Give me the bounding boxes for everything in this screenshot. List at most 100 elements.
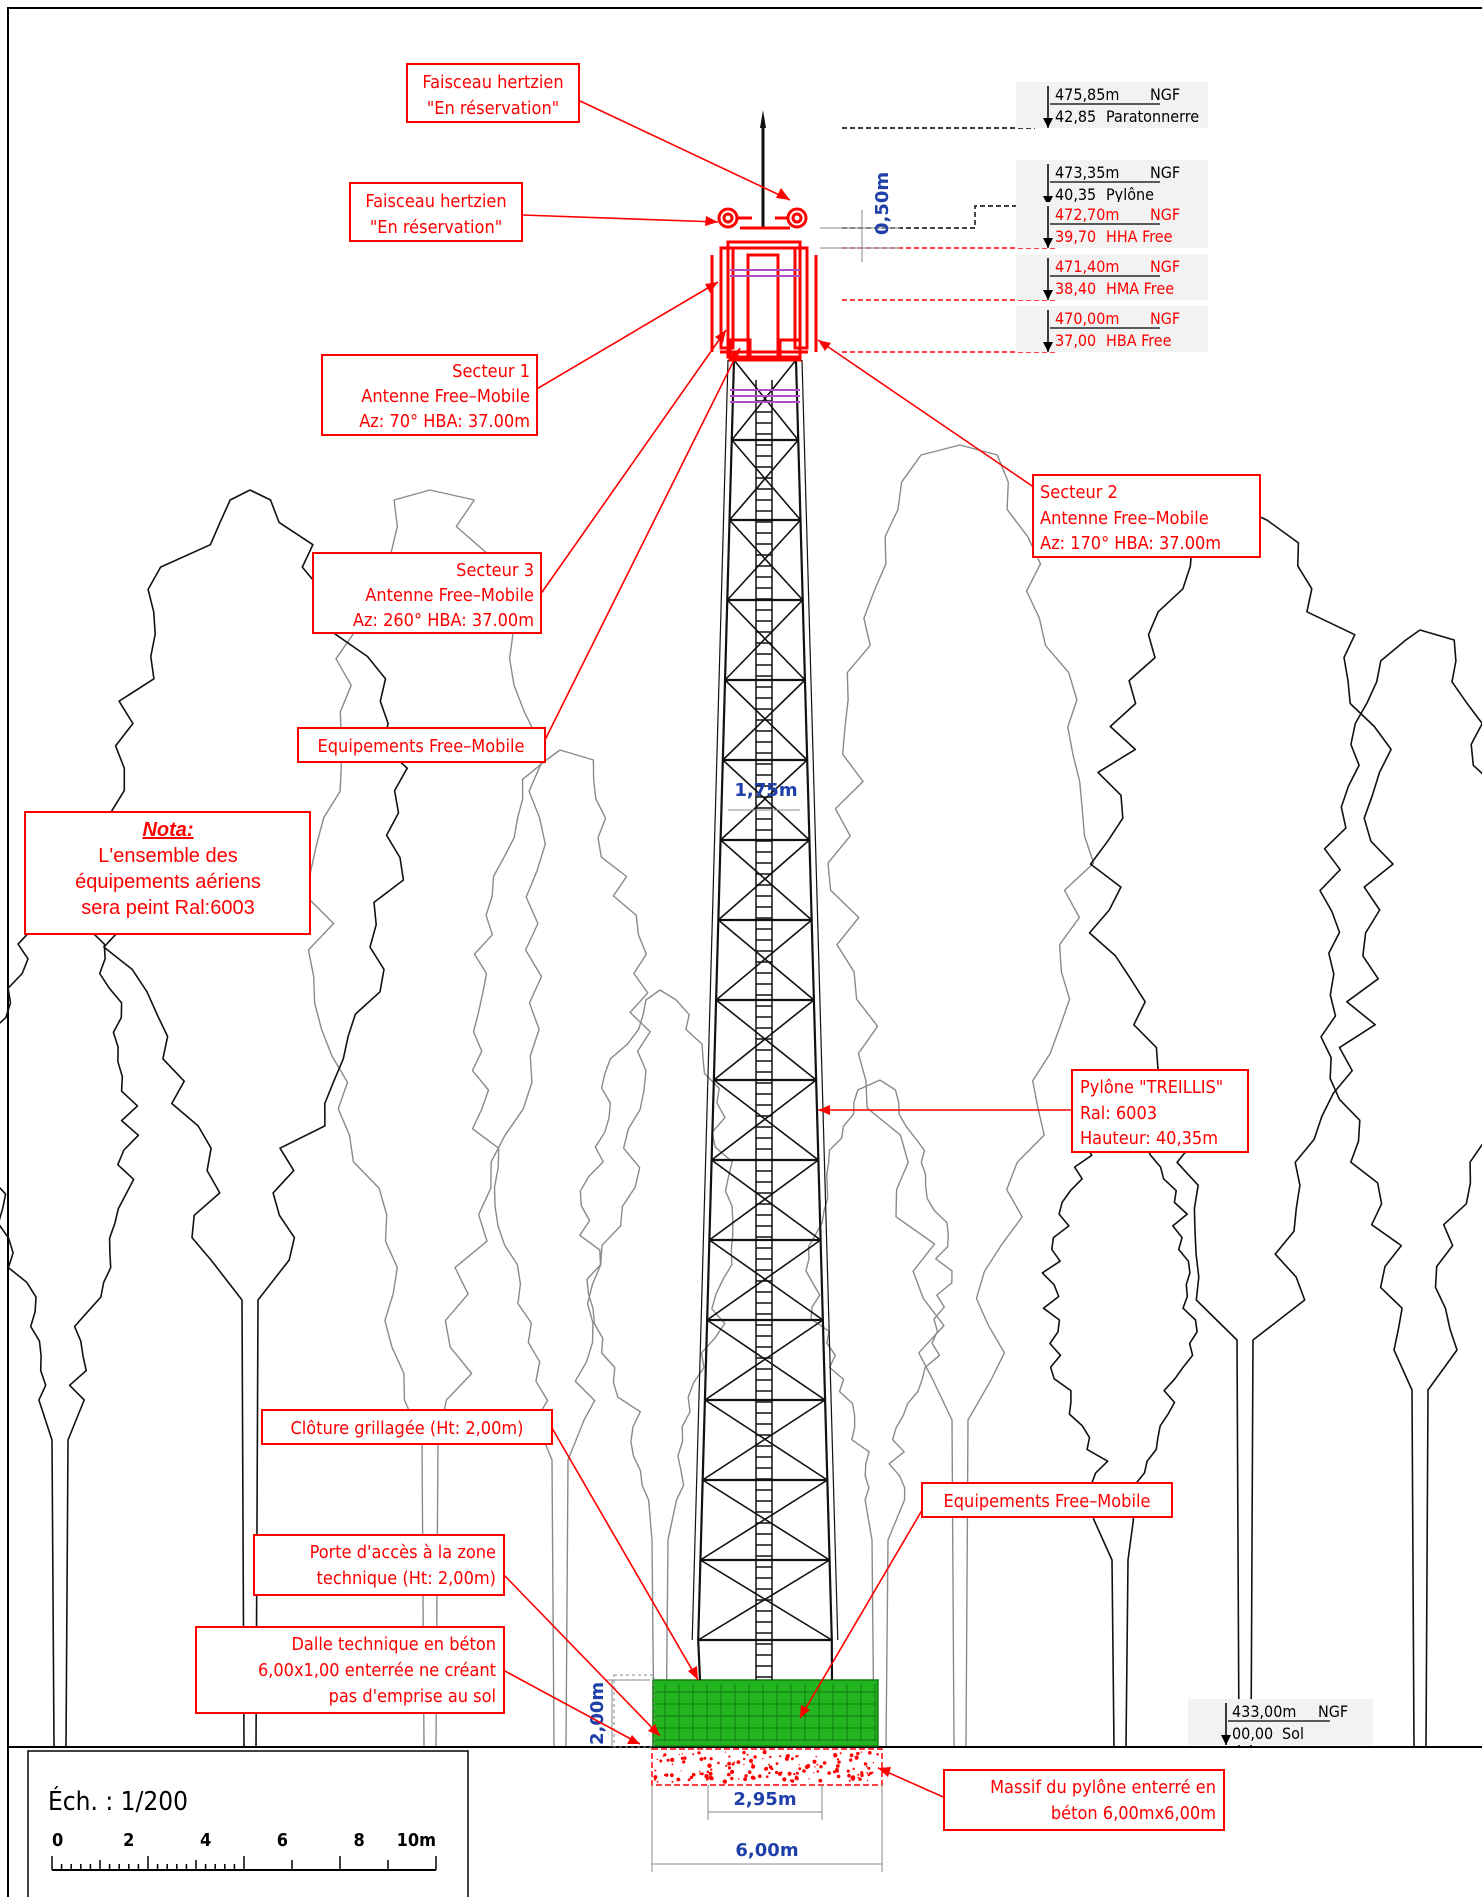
speckle-dot bbox=[819, 1765, 823, 1769]
speckle-dot bbox=[743, 1757, 746, 1761]
speckle-dot bbox=[872, 1762, 875, 1764]
dim-top-offset-label: 0,50m bbox=[872, 172, 893, 235]
speckle-dot bbox=[818, 1778, 823, 1783]
speckle-dot bbox=[717, 1761, 720, 1765]
speckle-dot bbox=[768, 1771, 771, 1775]
speckle-dot bbox=[857, 1776, 860, 1779]
speckle-dot bbox=[687, 1778, 691, 1782]
dim-tower-width-label: 1,75m bbox=[734, 780, 797, 801]
speckle-dot bbox=[822, 1761, 827, 1765]
callout-secteur-2: Secteur 2 Antenne Free–Mobile Az: 170° H… bbox=[1032, 474, 1261, 558]
svg-text:Éch. : 1/200: Éch. : 1/200 bbox=[48, 1785, 188, 1817]
speckle-dot bbox=[708, 1771, 713, 1776]
scale-bar bbox=[51, 1856, 437, 1870]
tower-diagonal bbox=[704, 1399, 828, 1481]
speckle-dot bbox=[699, 1772, 702, 1775]
svg-text:équipements aériens: équipements aériens bbox=[75, 871, 261, 893]
speckle-dot bbox=[725, 1764, 728, 1767]
level-shade bbox=[1188, 1699, 1373, 1745]
speckle-dot bbox=[744, 1774, 748, 1778]
speckle-dot bbox=[836, 1774, 841, 1779]
speckle-dot bbox=[849, 1758, 853, 1762]
speckle-dot bbox=[748, 1758, 754, 1763]
speckle-dot bbox=[727, 1772, 731, 1777]
svg-text:Pylône "TREILLIS": Pylône "TREILLIS" bbox=[1080, 1077, 1223, 1098]
tower-diagonal bbox=[717, 839, 810, 921]
speckle-dot bbox=[671, 1780, 674, 1783]
level-ngf-unit: NGF bbox=[1150, 257, 1180, 276]
level-label: HHA Free bbox=[1106, 227, 1173, 246]
speckle-dot bbox=[751, 1764, 756, 1769]
speckle-dot bbox=[727, 1766, 732, 1770]
svg-text:Hauteur: 40,35m: Hauteur: 40,35m bbox=[1080, 1128, 1218, 1149]
svg-text:technique (Ht: 2,00m): technique (Ht: 2,00m) bbox=[317, 1568, 497, 1589]
speckle-dot bbox=[709, 1776, 714, 1781]
massif-foundation bbox=[651, 1748, 883, 1786]
speckle-dot bbox=[860, 1773, 864, 1778]
callout-secteur-3: Secteur 3 Antenne Free–Mobile Az: 260° H… bbox=[312, 552, 542, 634]
tower-leg-left-outer bbox=[691, 359, 729, 1641]
svg-text:Massif du pylône enterré en: Massif du pylône enterré en bbox=[990, 1777, 1216, 1798]
speckle-dot bbox=[704, 1774, 709, 1779]
speckle-dot bbox=[812, 1759, 817, 1764]
tree-outline bbox=[306, 489, 546, 1748]
speckle-dot bbox=[768, 1763, 770, 1766]
speckle-dot bbox=[847, 1773, 851, 1778]
tower-diagonal bbox=[715, 919, 813, 1001]
speckle-dot bbox=[808, 1778, 810, 1780]
svg-text:pas d'emprise au sol: pas d'emprise au sol bbox=[329, 1686, 496, 1707]
svg-text:Az: 260° HBA: 37.00m: Az: 260° HBA: 37.00m bbox=[353, 610, 534, 631]
tree-outline bbox=[1319, 629, 1482, 1748]
level-rel-value: 42,85 bbox=[1055, 107, 1096, 126]
svg-text:Faisceau hertzien: Faisceau hertzien bbox=[365, 191, 506, 212]
callout-secteur-1: Secteur 1 Antenne Free–Mobile Az: 70° HB… bbox=[321, 354, 538, 436]
speckle-dot bbox=[722, 1779, 727, 1784]
speckle-dot bbox=[710, 1768, 713, 1771]
speckle-dot bbox=[780, 1771, 783, 1774]
speckle-dot bbox=[691, 1772, 696, 1777]
speckle-dot bbox=[802, 1769, 806, 1773]
speckle-dot bbox=[728, 1755, 731, 1758]
tower-diagonal bbox=[706, 1239, 822, 1321]
tree-outline bbox=[579, 989, 734, 1748]
tower-ladder bbox=[755, 380, 773, 1680]
tower-diagonal bbox=[733, 359, 799, 441]
speckle-dot bbox=[680, 1770, 682, 1772]
tower-diagonal bbox=[706, 1319, 826, 1401]
speckle-dot bbox=[654, 1769, 657, 1772]
svg-text:Az: 70° HBA: 37.00m: Az: 70° HBA: 37.00m bbox=[359, 411, 530, 432]
tower-diagonal bbox=[726, 519, 802, 601]
dim-fence-height-label: 2,00m bbox=[587, 1682, 608, 1745]
speckle-dot bbox=[775, 1762, 779, 1765]
speckle-dot bbox=[866, 1765, 868, 1768]
ground-rel-value: 00,00 bbox=[1232, 1724, 1273, 1743]
speckle-dot bbox=[816, 1770, 820, 1773]
tower-diagonal bbox=[702, 1479, 831, 1561]
speckle-dot bbox=[779, 1755, 782, 1758]
callout-porte: Porte d'accès à la zone technique (Ht: 2… bbox=[253, 1534, 505, 1596]
speckle-dot bbox=[858, 1777, 862, 1782]
speckle-dot bbox=[834, 1768, 839, 1773]
svg-text:Clôture grillagée (Ht: 2,00m): Clôture grillagée (Ht: 2,00m) bbox=[291, 1418, 524, 1439]
tower-diagonal bbox=[704, 1319, 824, 1401]
svg-text:Secteur 3: Secteur 3 bbox=[456, 560, 534, 581]
speckle-dot bbox=[784, 1756, 789, 1761]
speckle-dot bbox=[812, 1772, 815, 1774]
tower-diagonal bbox=[708, 1159, 819, 1241]
tower-diagonal bbox=[713, 1079, 819, 1161]
speckle-dot bbox=[804, 1765, 809, 1769]
callout-arrowheads bbox=[627, 188, 891, 1777]
scale-label: 8 bbox=[354, 1830, 365, 1851]
speckle-dot bbox=[852, 1767, 855, 1771]
tower-diagonal bbox=[708, 1239, 824, 1321]
speckle-dot bbox=[665, 1773, 669, 1777]
speckle-dot bbox=[790, 1757, 794, 1761]
speckle-dot bbox=[656, 1758, 658, 1761]
callout-equipements-upper: Equipements Free–Mobile bbox=[297, 727, 546, 763]
svg-text:Az: 170° HBA: 37.00m: Az: 170° HBA: 37.00m bbox=[1040, 533, 1221, 554]
fence-outline bbox=[613, 1674, 655, 1748]
tower-base-legs bbox=[697, 1639, 834, 1681]
svg-text:Faisceau hertzien: Faisceau hertzien bbox=[422, 72, 563, 93]
